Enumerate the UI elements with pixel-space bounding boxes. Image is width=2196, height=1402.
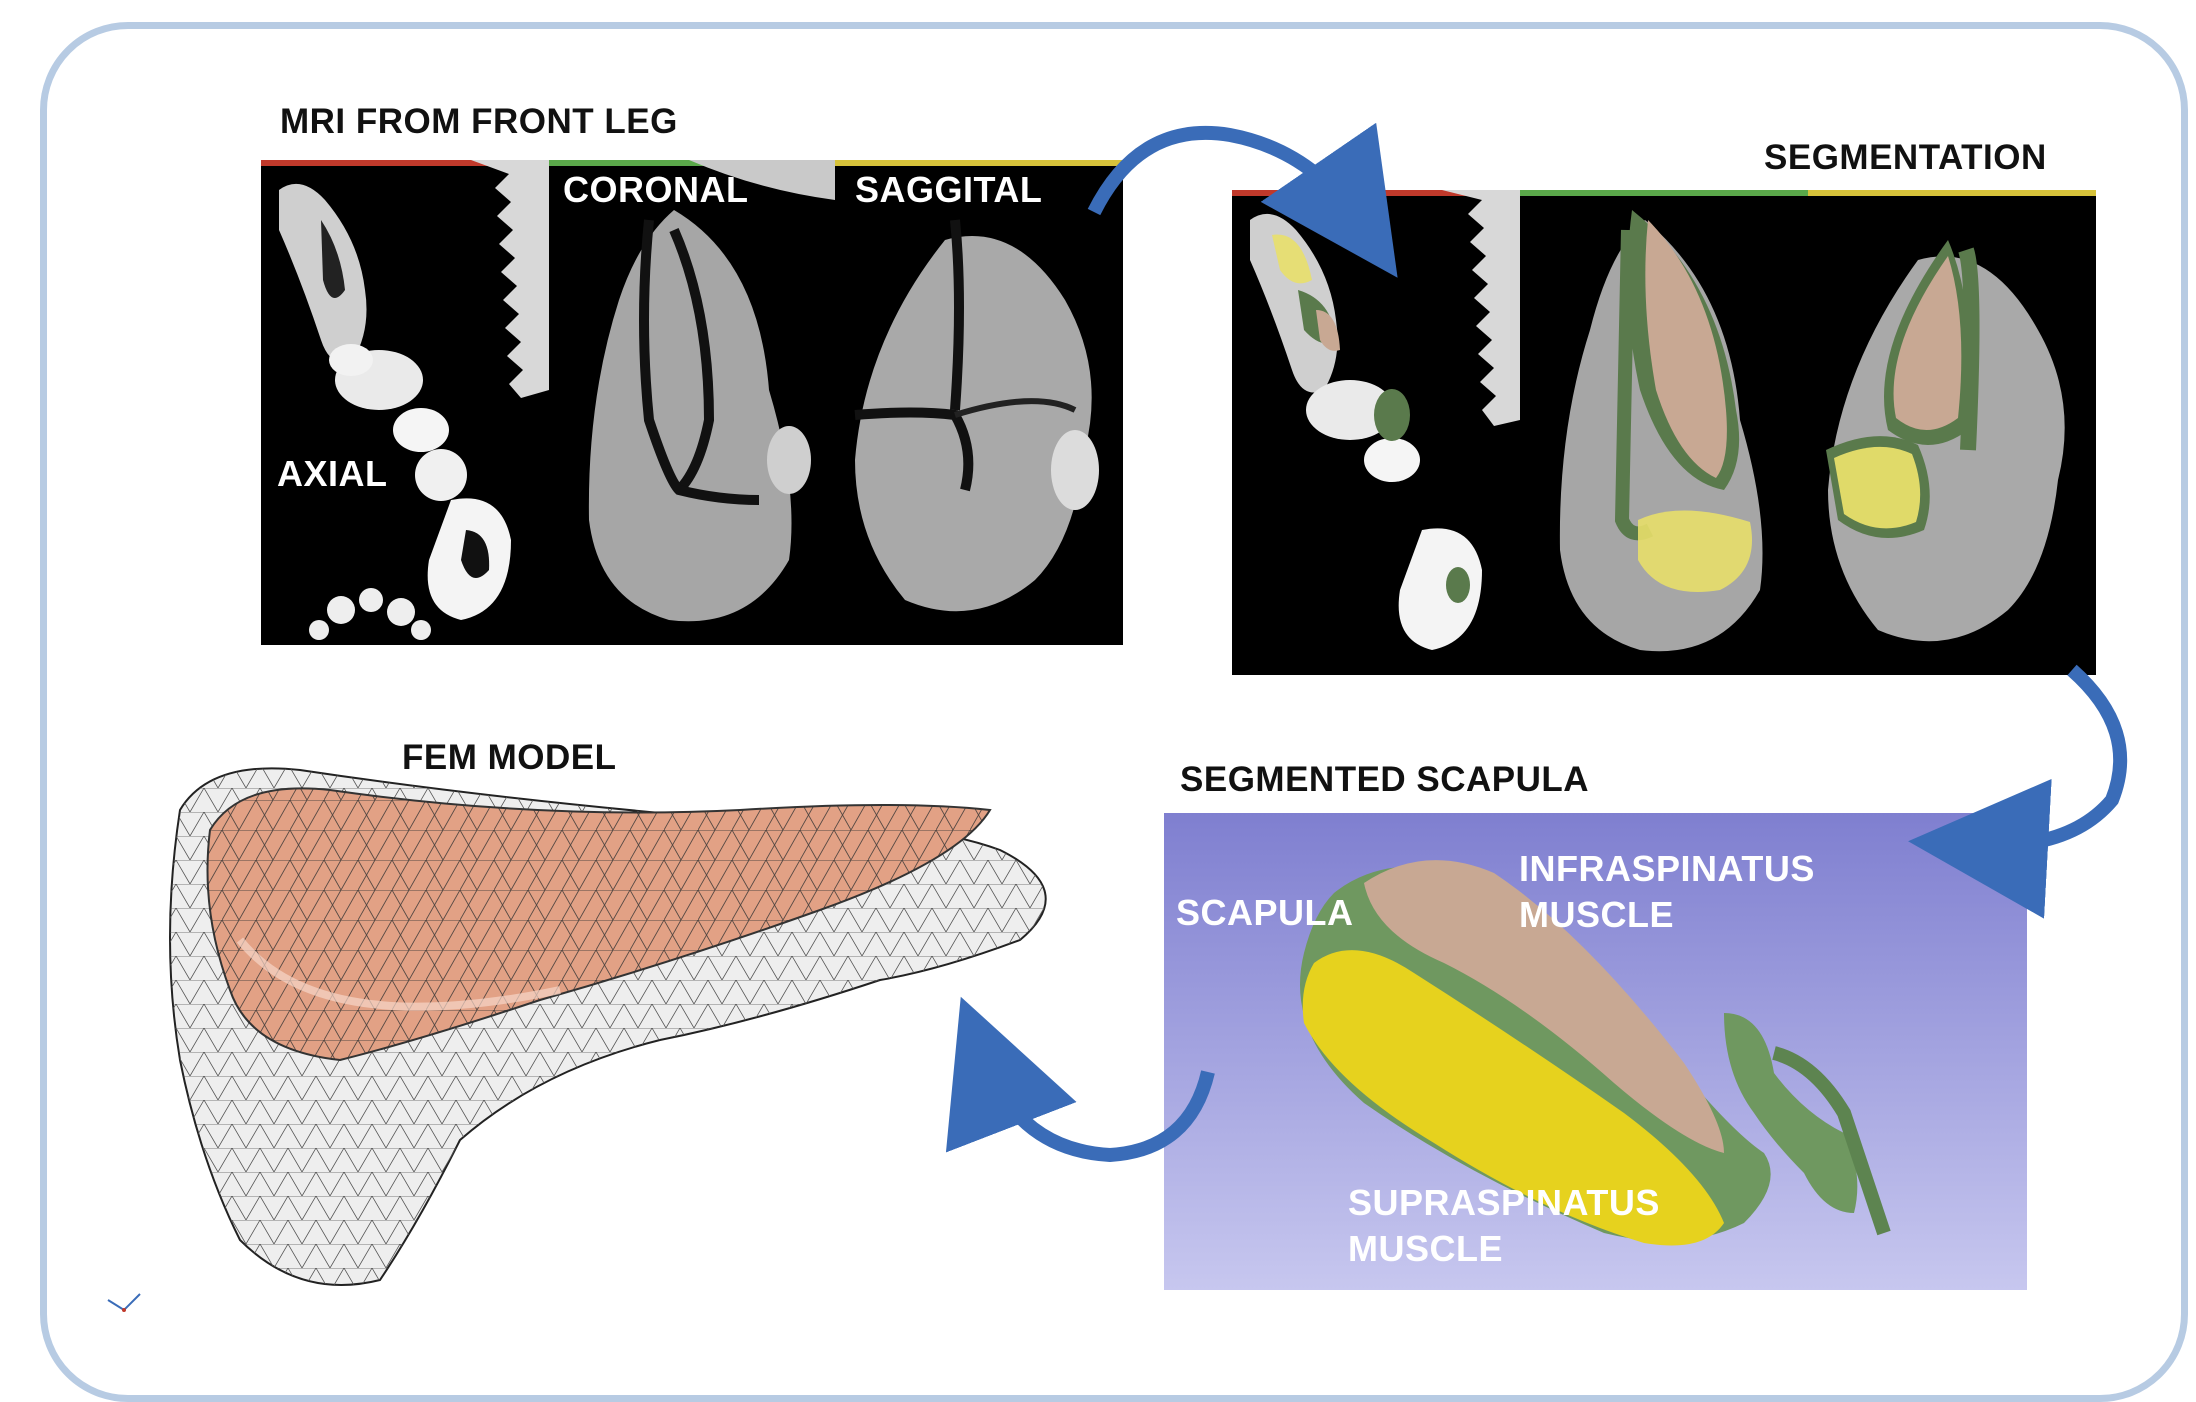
saggital-image <box>835 160 1123 645</box>
segmentation-title: SEGMENTATION <box>1764 140 2047 175</box>
coronal-label: CORONAL <box>563 172 749 208</box>
axes-triad-icon <box>104 1288 144 1318</box>
seg-axial-panel <box>1232 190 1520 675</box>
seg-saggital-image <box>1808 190 2096 675</box>
coronal-image <box>549 160 835 645</box>
seg-axial-image <box>1232 190 1520 675</box>
mri-coronal-panel: CORONAL <box>549 160 835 645</box>
seg-saggital-panel <box>1808 190 2096 675</box>
segmented-scapula-panel: SCAPULA INFRASPINATUS MUSCLE SUPRASPINAT… <box>1164 813 2027 1290</box>
infraspinatus-label-line2: MUSCLE <box>1519 897 1674 933</box>
saggital-label: SAGGITAL <box>855 172 1042 208</box>
supraspinatus-label-line1: SUPRASPINATUS <box>1348 1185 1660 1221</box>
seg-coronal-image <box>1520 190 1808 675</box>
mri-axial-panel: AXIAL <box>261 160 549 645</box>
axial-label: AXIAL <box>277 456 388 492</box>
supraspinatus-label-line2: MUSCLE <box>1348 1231 1503 1267</box>
scapula-label: SCAPULA <box>1176 895 1354 931</box>
mri-title: MRI FROM FRONT LEG <box>280 104 678 139</box>
mri-saggital-panel: SAGGITAL <box>835 160 1123 645</box>
seg-coronal-panel <box>1520 190 1808 675</box>
infraspinatus-label-line1: INFRASPINATUS <box>1519 851 1815 887</box>
segmented-scapula-title: SEGMENTED SCAPULA <box>1180 762 1589 797</box>
fem-model-mesh <box>120 740 1080 1300</box>
axial-image <box>261 160 549 645</box>
